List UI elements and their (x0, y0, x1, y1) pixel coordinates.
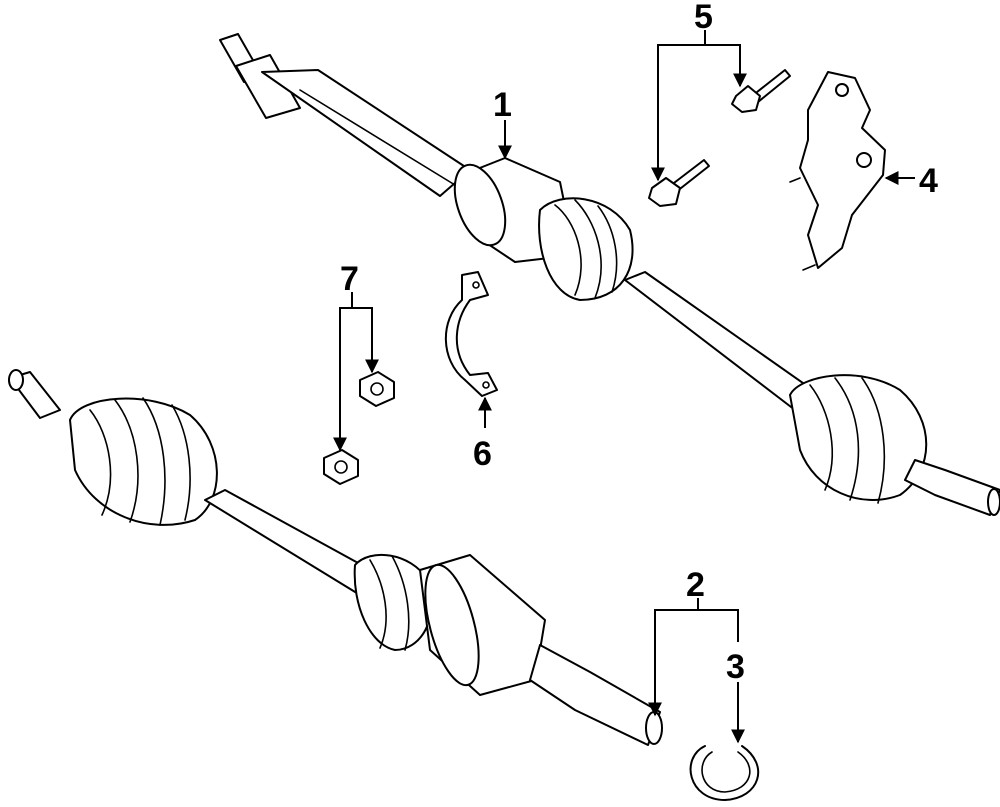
callout-6: 6 (473, 435, 492, 473)
nut-upper (359, 371, 395, 407)
leader-2 (648, 598, 739, 717)
bolt-upper (731, 69, 791, 113)
leader-7 (333, 292, 379, 452)
bearing-strap (444, 271, 498, 397)
nut-lower (323, 449, 359, 485)
lower-axle-shaft (8, 369, 663, 746)
upper-axle-shaft (219, 33, 1000, 516)
callout-2: 2 (686, 566, 705, 604)
bolt-lower (648, 159, 710, 207)
support-bracket (789, 71, 886, 271)
callout-3: 3 (726, 648, 745, 686)
leader-5 (651, 30, 747, 182)
callout-4: 4 (919, 162, 938, 200)
snap-ring (689, 745, 760, 801)
callout-5: 5 (694, 0, 713, 36)
callout-1: 1 (493, 86, 512, 124)
callout-7: 7 (340, 260, 359, 298)
